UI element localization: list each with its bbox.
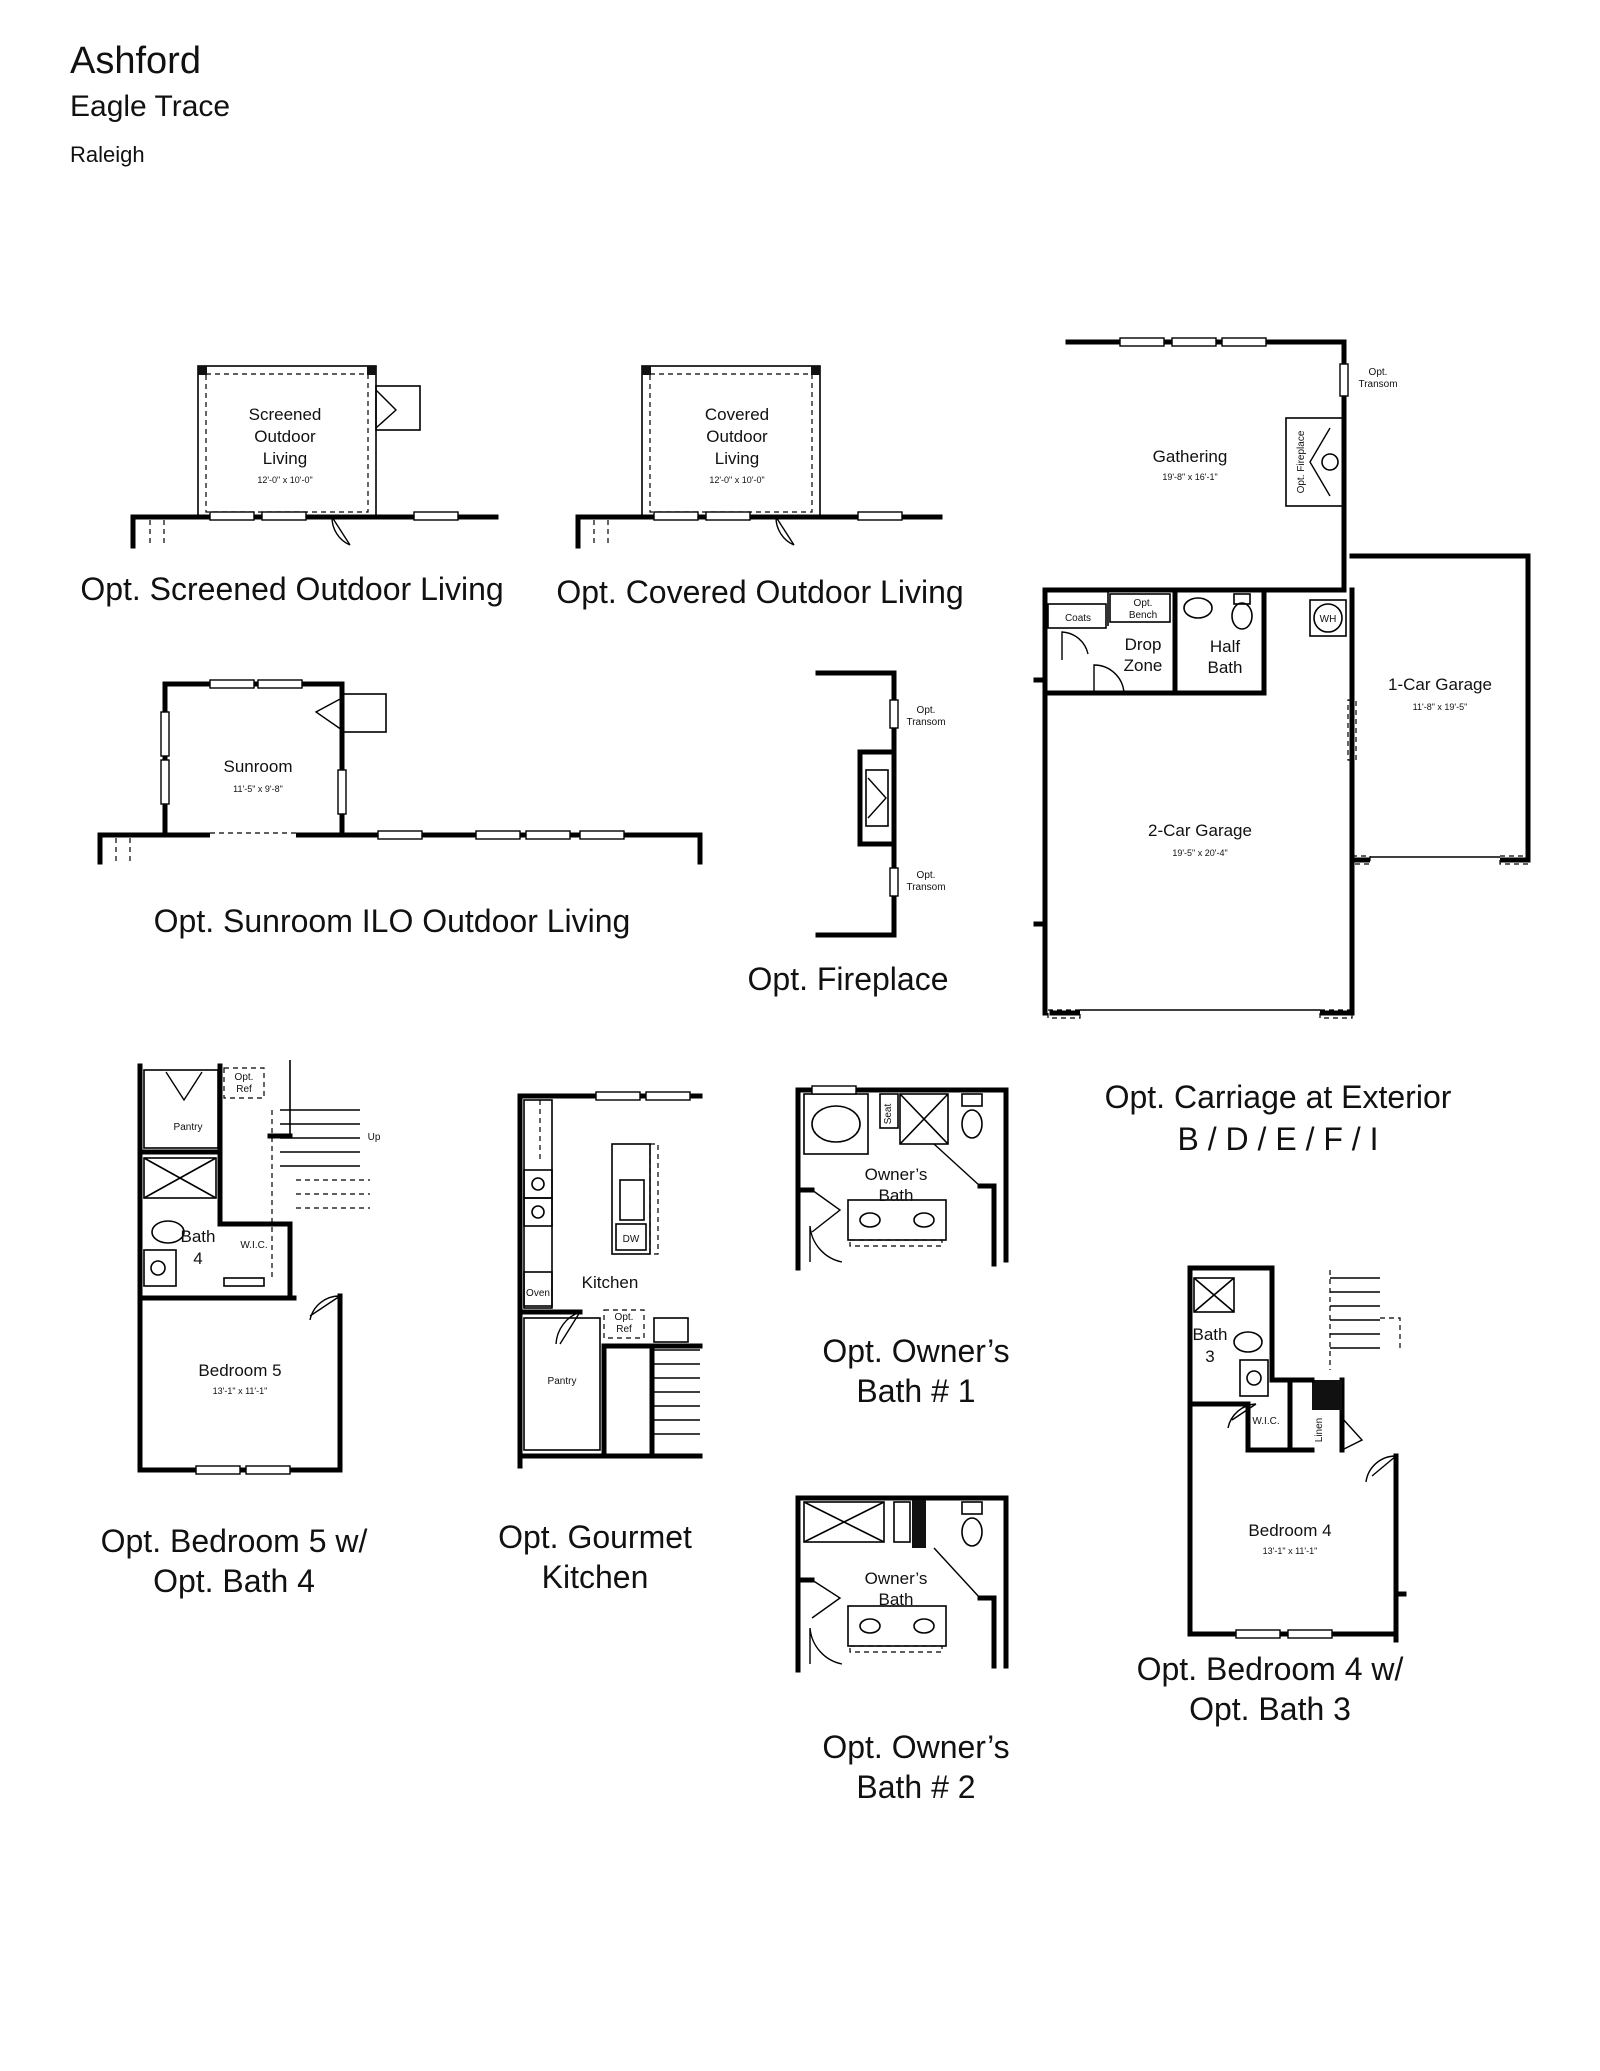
caption-bedroom5-line2: Opt. Bath 4 xyxy=(153,1563,315,1599)
wic4-label: W.I.C. xyxy=(1252,1416,1279,1427)
gathering-transom-1: Opt. xyxy=(1369,367,1388,378)
opt-ref5-label-1: Opt. xyxy=(235,1072,254,1083)
caption-owners1-line1: Opt. Owner’s xyxy=(822,1333,1009,1369)
opt-ref-kitchen-2: Ref xyxy=(616,1324,632,1335)
drop-zone-label-1: Drop xyxy=(1125,635,1162,654)
gathering-transom-2: Transom xyxy=(1358,379,1397,390)
gathering-label: Gathering xyxy=(1153,447,1228,466)
gathering-dim: 19'-8" x 16'-1" xyxy=(1162,472,1217,482)
pantry-kitchen-label: Pantry xyxy=(548,1376,577,1387)
covered-outdoor-living-plan: Covered Outdoor Living 12'-0" x 10'-0" xyxy=(575,365,943,549)
opt-ref5-label-2: Ref xyxy=(236,1084,252,1095)
oven-label: Oven xyxy=(526,1288,550,1299)
city-name: Raleigh xyxy=(70,142,145,167)
screened-room-label-2: Outdoor xyxy=(254,427,316,446)
caption-bedroom4-line1: Opt. Bedroom 4 w/ xyxy=(1137,1651,1404,1687)
caption-gourmet-line1: Opt. Gourmet xyxy=(498,1519,692,1555)
fireplace-plan: Opt. Transom Opt. Transom xyxy=(815,670,946,938)
sunroom-dim: 11'-5" x 9'-8" xyxy=(233,784,283,794)
caption-carriage-line1: Opt. Carriage at Exterior xyxy=(1105,1079,1452,1115)
plan-name: Ashford xyxy=(70,40,201,82)
seat1-label: Seat xyxy=(883,1103,894,1124)
caption-sunroom: Opt. Sunroom ILO Outdoor Living xyxy=(154,903,631,939)
owners-bath1-label-2: Bath xyxy=(879,1186,914,1205)
seat2-label: Seat xyxy=(912,1509,923,1530)
caption-fireplace: Opt. Fireplace xyxy=(748,961,949,997)
fireplace-transom-bottom-1: Opt. xyxy=(917,870,936,881)
opt-ref-kitchen-1: Opt. xyxy=(615,1312,634,1323)
coats-label: Coats xyxy=(1065,613,1091,624)
covered-room-label-2: Outdoor xyxy=(706,427,768,446)
opt-bench-label-2: Bench xyxy=(1129,610,1157,621)
screened-room-label-1: Screened xyxy=(249,405,322,424)
half-bath-label-2: Bath xyxy=(1208,658,1243,677)
owners-bath2-label-1: Owner’s xyxy=(865,1569,928,1588)
fireplace-transom-top-1: Opt. xyxy=(917,705,936,716)
garage1-label: 1-Car Garage xyxy=(1388,675,1492,694)
bedroom4-plan: W.I.C. Linen Bath 3 Bedroom 4 13'-1" x 1… xyxy=(1187,1265,1407,1643)
opt-bench-label-1: Opt. xyxy=(1134,598,1153,609)
stair-up-label: Up xyxy=(368,1132,381,1143)
bedroom4-label: Bedroom 4 xyxy=(1248,1521,1331,1540)
carriage-plan: Opt. Fireplace Opt. Transom Gathering 19… xyxy=(1033,337,1531,1019)
community-name: Eagle Trace xyxy=(70,90,231,123)
water-heater-label: WH xyxy=(1320,614,1337,625)
bath4-label-1: Bath xyxy=(181,1227,216,1246)
caption-bedroom4-line2: Opt. Bath 3 xyxy=(1189,1691,1351,1727)
opt-fireplace-label: Opt. Fireplace xyxy=(1296,430,1307,493)
drop-zone-label-2: Zone xyxy=(1124,656,1163,675)
caption-owners2-line1: Opt. Owner’s xyxy=(822,1729,1009,1765)
gourmet-kitchen-plan: Oven DW Opt. Ref Pantry Kitchen xyxy=(517,1091,703,1469)
dw-label: DW xyxy=(623,1234,640,1245)
sunroom-plan: Sunroom 11'-5" x 9'-8" xyxy=(97,679,703,865)
bath3-label-1: Bath xyxy=(1193,1325,1228,1344)
caption-bedroom5-line1: Opt. Bedroom 5 w/ xyxy=(101,1523,368,1559)
covered-room-label-1: Covered xyxy=(705,405,769,424)
garage2-label: 2-Car Garage xyxy=(1148,821,1252,840)
bedroom5-label: Bedroom 5 xyxy=(198,1361,281,1380)
sunroom-label: Sunroom xyxy=(224,757,293,776)
caption-owners2-line2: Bath # 2 xyxy=(856,1769,975,1805)
garage1-dim: 11'-8" x 19'-5" xyxy=(1413,702,1468,712)
bath3-label-2: 3 xyxy=(1205,1347,1214,1366)
caption-carriage-line2: B / D / E / F / I xyxy=(1178,1121,1379,1157)
owners-bath2-plan: Seat Owner’s Bath xyxy=(795,1495,1009,1673)
covered-room-dim: 12'-0" x 10'-0" xyxy=(709,475,764,485)
screened-room-dim: 12'-0" x 10'-0" xyxy=(257,475,312,485)
owners-bath1-plan: Seat Owner’s Bath xyxy=(795,1085,1009,1271)
screened-outdoor-living-plan: Screened Outdoor Living 12'-0" x 10'-0" xyxy=(130,365,499,549)
fireplace-transom-top-2: Transom xyxy=(906,717,945,728)
caption-gourmet-line2: Kitchen xyxy=(542,1559,649,1595)
caption-screened-outdoor-living: Opt. Screened Outdoor Living xyxy=(80,571,503,607)
fireplace-transom-bottom-2: Transom xyxy=(906,882,945,893)
screened-room-label-3: Living xyxy=(263,449,307,468)
half-bath-label-1: Half xyxy=(1210,637,1241,656)
covered-room-label-3: Living xyxy=(715,449,759,468)
bath4-label-2: 4 xyxy=(193,1249,202,1268)
linen-label: Linen xyxy=(1314,1418,1325,1442)
bedroom5-plan: Pantry Opt. Ref Up W.I.C. Bath 4 Bedroom… xyxy=(137,1060,381,1475)
bedroom5-dim: 13'-1" x 11'-1" xyxy=(213,1386,268,1396)
pantry5-label: Pantry xyxy=(174,1122,203,1133)
wic5-label: W.I.C. xyxy=(240,1240,267,1251)
owners-bath2-label-2: Bath xyxy=(879,1590,914,1609)
caption-covered-outdoor-living: Opt. Covered Outdoor Living xyxy=(556,574,963,610)
kitchen-label: Kitchen xyxy=(582,1273,639,1292)
caption-owners1-line2: Bath # 1 xyxy=(856,1373,975,1409)
bedroom4-dim: 13'-1" x 11'-1" xyxy=(1263,1546,1318,1556)
garage2-dim: 19'-5" x 20'-4" xyxy=(1172,848,1227,858)
owners-bath1-label-1: Owner’s xyxy=(865,1165,928,1184)
